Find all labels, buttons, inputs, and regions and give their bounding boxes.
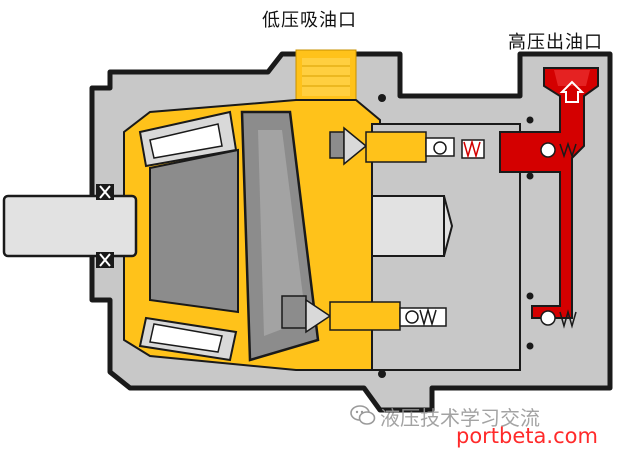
high-pressure-channel <box>499 67 599 319</box>
check-valve-icon <box>433 139 577 159</box>
lower-check-valve <box>405 307 577 329</box>
source-mark: portbeta.com <box>456 424 598 448</box>
watermark-text: 液压技术学习交流 <box>380 406 540 430</box>
o-ring-seals <box>378 94 534 378</box>
low-pressure-inlet-label: 低压吸油口 <box>262 10 357 31</box>
wechat-icon <box>350 404 376 426</box>
lower-bearing <box>138 316 238 362</box>
upper-bearing <box>138 110 238 168</box>
upper-piston <box>329 126 455 166</box>
drive-shaft <box>2 194 138 258</box>
outlet-arrow-icon <box>559 80 585 103</box>
shaft-seal-icon <box>96 184 114 268</box>
high-pressure-outlet-label: 高压出油口 <box>508 32 603 53</box>
cylinder-barrel <box>149 148 239 314</box>
